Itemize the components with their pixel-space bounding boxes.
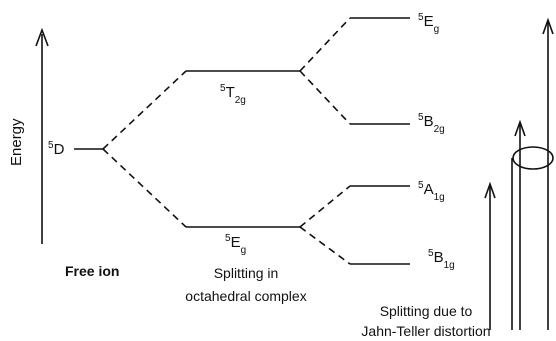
jt-b2g-term-sub: 2g [434, 124, 445, 135]
eg-term-sup: 5 [225, 233, 231, 244]
long-arrow-head [542, 17, 554, 35]
jt-a1g-term-sub: 1g [434, 192, 445, 203]
connector-t2g-to-b2g [299, 70, 351, 125]
eg-term-sub: g [241, 245, 247, 256]
t2g-term-label: 5T2g [220, 83, 246, 106]
captions: Free ion Splitting in octahedral complex… [65, 263, 491, 339]
jt-b1g-term-main: B [434, 249, 444, 266]
free-ion-term-label: 5D [48, 140, 65, 158]
caption-free-ion: Free ion [65, 263, 119, 279]
energy-axis-label: Energy [8, 118, 25, 166]
jahn-teller-levels: 5Eg 5B2g 5A1g 5B1g [350, 12, 455, 271]
free-to-octahedral-connectors [102, 70, 187, 228]
caption-jt-line2: Jahn-Teller distortion [361, 323, 490, 339]
free-ion-term-sup: 5 [48, 140, 54, 151]
jt-a1g-term-main: A [424, 181, 434, 198]
jt-b2g-term-label: 5B2g [418, 112, 445, 135]
jt-a1g-term-sup: 5 [418, 180, 424, 191]
caption-octahedral-line2: octahedral complex [185, 288, 306, 304]
t2g-term-main: T [226, 84, 235, 101]
short-arrow-head [484, 181, 496, 199]
jt-eg-term-label: 5Eg [418, 12, 439, 35]
eg-term-label: 5Eg [225, 233, 246, 256]
jt-b1g-term-label: 5B1g [428, 248, 455, 271]
energy-axis: Energy [8, 27, 49, 244]
connector-5d-to-eg [102, 148, 187, 228]
jt-b1g-term-sub: 1g [444, 260, 455, 271]
octahedral-to-jt-connectors [299, 17, 351, 265]
free-ion-level: 5D [48, 140, 103, 158]
eg-term-main: E [231, 234, 241, 251]
distortion-axis-illustration [484, 17, 554, 330]
caption-octahedral-line1: Splitting in [214, 265, 279, 281]
connector-t2g-to-eg [299, 17, 351, 72]
jt-b2g-term-main: B [424, 113, 434, 130]
jt-a1g-term-label: 5A1g [418, 180, 445, 203]
jt-b2g-term-sup: 5 [418, 112, 424, 123]
connector-eg-to-a1g [299, 185, 351, 228]
octahedral-levels: 5T2g 5Eg [186, 70, 300, 256]
cylinder-ring [512, 146, 554, 170]
jt-eg-term-main: E [424, 13, 434, 30]
connector-eg-to-b1g [299, 226, 351, 265]
t2g-term-sup: 5 [220, 83, 226, 94]
free-ion-term-main: D [54, 141, 65, 158]
jt-eg-term-sub: g [434, 24, 440, 35]
jt-eg-term-sup: 5 [418, 12, 424, 23]
connector-5d-to-t2g [102, 70, 187, 150]
jt-b1g-term-sup: 5 [428, 248, 434, 259]
mid-arrow-head [514, 119, 526, 137]
energy-axis-arrowhead [35, 27, 49, 47]
caption-jt-line1: Splitting due to [380, 303, 473, 319]
t2g-term-sub: 2g [235, 95, 246, 106]
